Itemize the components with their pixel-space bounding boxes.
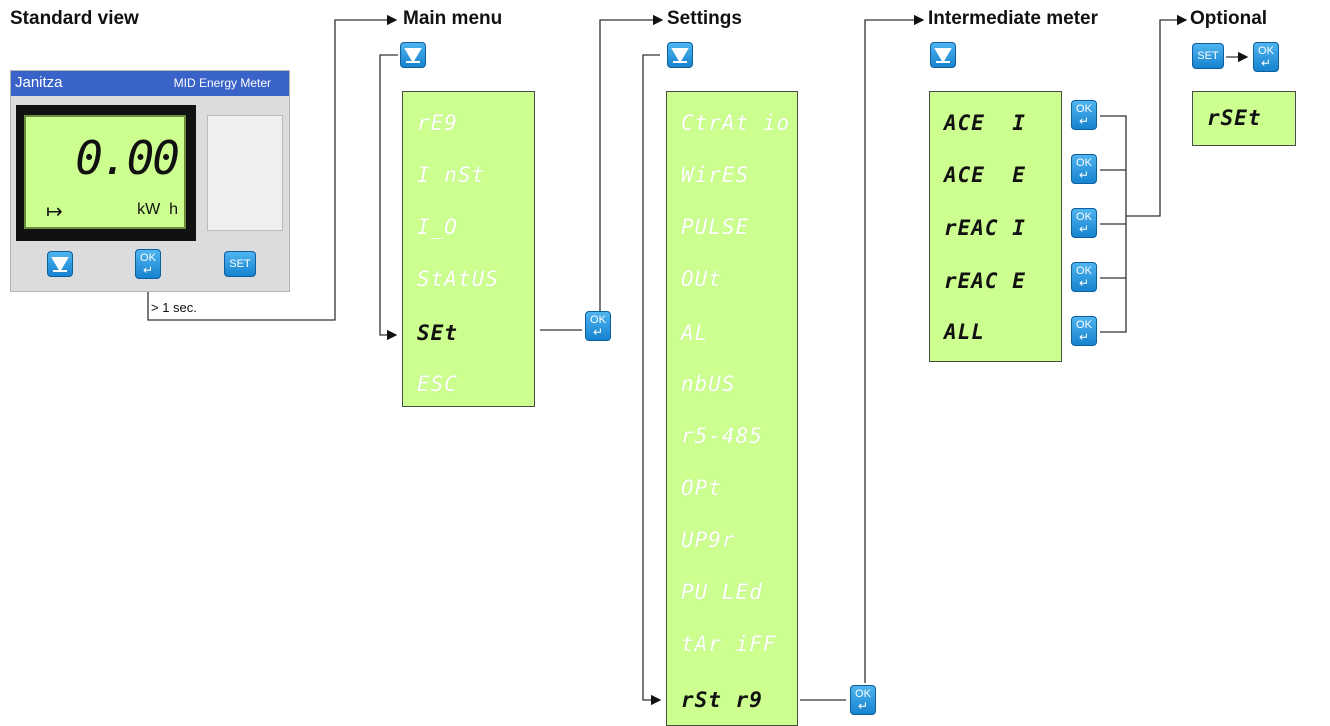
intermediate-ok-button[interactable]: OK ↵: [1071, 100, 1097, 130]
intermediate-ok-button[interactable]: OK ↵: [1071, 316, 1097, 346]
enter-icon: ↵: [142, 263, 154, 277]
down-arrow-icon: [671, 48, 689, 63]
heading-standard-view: Standard view: [10, 8, 139, 29]
settings-down-button[interactable]: [667, 42, 693, 68]
optional-ok-button[interactable]: OK ↵: [1253, 42, 1279, 72]
device-ok-button[interactable]: OK ↵: [135, 249, 161, 279]
settings-item[interactable]: UP9r: [681, 528, 736, 552]
settings-item[interactable]: OPt: [681, 476, 722, 500]
enter-icon: ↵: [1078, 168, 1090, 182]
intermediate-meter-display: ACE I ACE E rEAC I rEAC E ALL: [929, 91, 1062, 362]
settings-item[interactable]: r5-485: [681, 424, 763, 448]
display-reading: 0.00: [75, 131, 180, 185]
intermediate-down-button[interactable]: [930, 42, 956, 68]
heading-settings: Settings: [667, 8, 742, 29]
reset-registers-ok-button[interactable]: OK ↵: [850, 685, 876, 715]
enter-icon: ↵: [1260, 56, 1272, 70]
settings-item[interactable]: PU LEd: [681, 580, 763, 604]
settings-item[interactable]: nbUS: [681, 372, 736, 396]
enter-icon: ↵: [1078, 276, 1090, 290]
intermediate-ok-button[interactable]: OK ↵: [1071, 208, 1097, 238]
device-set-button[interactable]: SET: [224, 251, 256, 277]
ok-label: OK: [140, 252, 156, 264]
intermediate-ok-button[interactable]: OK ↵: [1071, 154, 1097, 184]
ok-label: OK: [1076, 265, 1092, 277]
device-side-panel: [207, 115, 283, 231]
device-display: 0.00 ↦ kW h: [24, 115, 186, 229]
intermediate-item[interactable]: ACE I: [944, 111, 1026, 135]
ok-label: OK: [590, 314, 606, 326]
main-menu-item[interactable]: I nSt: [417, 163, 486, 187]
enter-icon: ↵: [1078, 114, 1090, 128]
intermediate-item[interactable]: rEAC I: [944, 216, 1026, 240]
main-menu-display: rE9 I nSt I_O StAtUS SEt ESC: [402, 91, 535, 407]
settings-item[interactable]: AL: [681, 321, 709, 345]
down-arrow-icon: [51, 257, 69, 272]
device-down-button[interactable]: [47, 251, 73, 277]
main-menu-item[interactable]: ESC: [417, 372, 458, 396]
main-menu-item-set[interactable]: SEt: [417, 321, 458, 345]
ok-label: OK: [855, 688, 871, 700]
heading-main-menu: Main menu: [403, 8, 503, 29]
settings-item[interactable]: PULSE: [681, 215, 750, 239]
settings-item[interactable]: CtrAt io: [681, 111, 791, 135]
energy-meter-device: Janitza MID Energy Meter 0.00 ↦ kW h OK …: [10, 70, 290, 292]
optional-reset-label[interactable]: rSEt: [1207, 106, 1262, 130]
ok-label: OK: [1076, 319, 1092, 331]
intermediate-item[interactable]: ACE E: [944, 163, 1026, 187]
device-model: MID Energy Meter: [173, 76, 271, 90]
settings-item-reset-registers[interactable]: rSt r9: [681, 688, 763, 712]
device-display-frame: 0.00 ↦ kW h: [16, 105, 196, 241]
intermediate-ok-button[interactable]: OK ↵: [1071, 262, 1097, 292]
hold-duration-hint: > 1 sec.: [151, 300, 197, 315]
ok-label: OK: [1076, 211, 1092, 223]
settings-item[interactable]: OUt: [681, 267, 722, 291]
settings-item[interactable]: tAr iFF: [681, 632, 777, 656]
device-brand: Janitza: [15, 74, 63, 91]
main-menu-item[interactable]: rE9: [417, 111, 458, 135]
ok-label: OK: [1076, 157, 1092, 169]
device-header: Janitza MID Energy Meter: [11, 71, 289, 96]
down-arrow-icon: [934, 48, 952, 63]
main-menu-item[interactable]: StAtUS: [417, 267, 499, 291]
heading-optional: Optional: [1190, 8, 1268, 29]
enter-icon: ↵: [857, 699, 869, 713]
main-menu-item[interactable]: I_O: [417, 215, 458, 239]
optional-display: rSEt: [1192, 91, 1296, 146]
display-unit: kW h: [137, 201, 178, 218]
set-confirm-ok-button[interactable]: OK ↵: [585, 311, 611, 341]
main-menu-down-button[interactable]: [400, 42, 426, 68]
down-arrow-icon: [404, 48, 422, 63]
ok-label: OK: [1258, 45, 1274, 57]
enter-icon: ↵: [1078, 330, 1090, 344]
tariff-arrow-icon: ↦: [46, 201, 63, 223]
intermediate-item[interactable]: rEAC E: [944, 269, 1026, 293]
settings-display: CtrAt io WirES PULSE OUt AL nbUS r5-485 …: [666, 91, 798, 726]
settings-item[interactable]: WirES: [681, 163, 750, 187]
enter-icon: ↵: [1078, 222, 1090, 236]
intermediate-item[interactable]: ALL: [944, 320, 985, 344]
enter-icon: ↵: [592, 325, 604, 339]
optional-set-button[interactable]: SET: [1192, 43, 1224, 69]
ok-label: OK: [1076, 103, 1092, 115]
heading-intermediate-meter: Intermediate meter: [928, 8, 1099, 29]
